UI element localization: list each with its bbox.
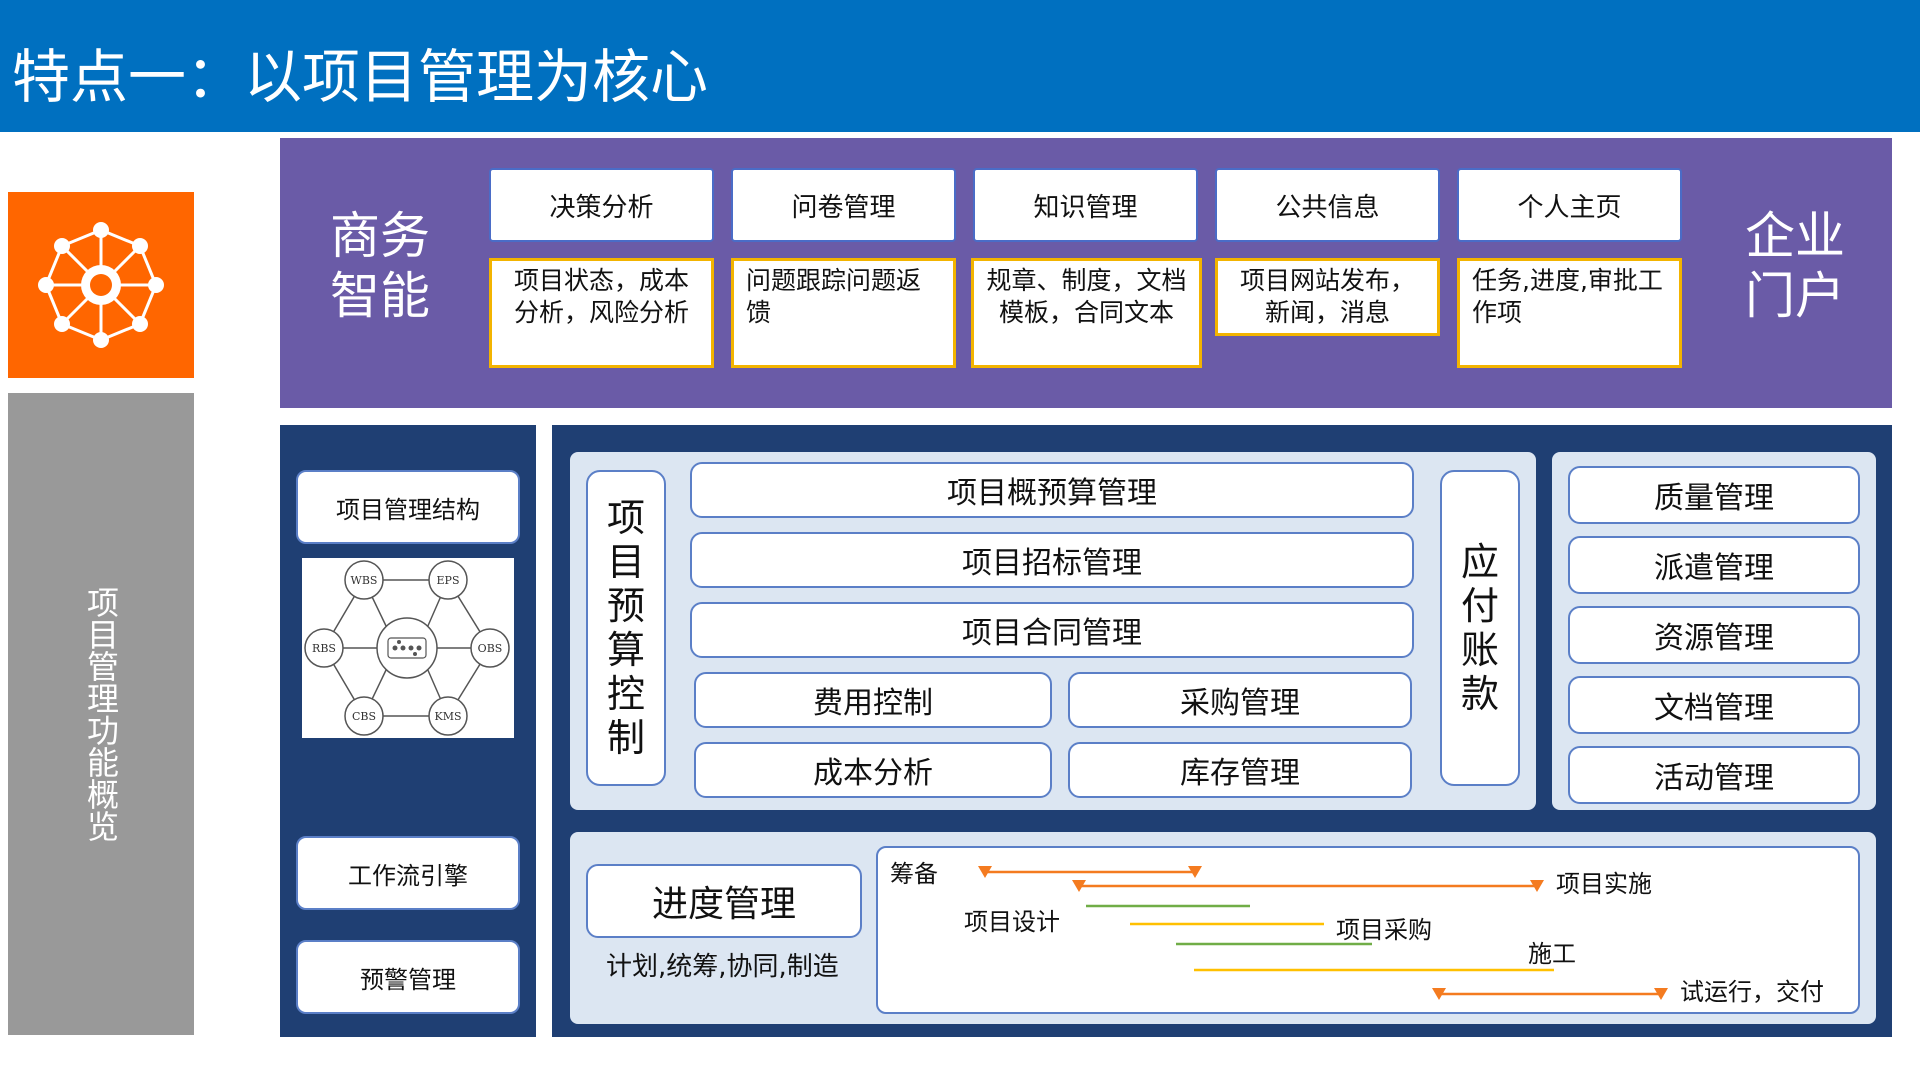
pm-structure-button[interactable]: 项目管理结构	[296, 470, 520, 544]
inventory-management-button[interactable]: 库存管理	[1068, 742, 1412, 798]
accounts-payable-label: 应付账款	[1440, 470, 1520, 786]
budget-control-label: 项目预算控制	[586, 470, 666, 786]
resource-management-button[interactable]: 资源管理	[1568, 606, 1860, 664]
hex-node-rbs: RBS	[312, 642, 336, 655]
orange-icon-box	[8, 192, 194, 378]
hex-node-wbs: WBS	[351, 574, 378, 587]
gray-side-bar	[8, 393, 194, 1035]
function-overview-label: 项目管理功能概览	[82, 586, 120, 842]
module-detail-public-info: 项目网站发布，新闻，消息	[1215, 258, 1440, 336]
module-personal-home: 个人主页	[1457, 168, 1682, 242]
schedule-subtitle: 计划,统筹,协同,制造	[606, 952, 839, 982]
pm-structure-diagram: WBS EPS OBS KMS CBS RBS	[302, 558, 514, 738]
gantt-label-trial: 试运行，交付	[1680, 978, 1824, 1006]
module-detail-personal: 任务,进度,审批工作项	[1457, 258, 1682, 368]
module-detail-knowledge: 规章、制度，文档模板，合同文本	[971, 258, 1202, 368]
cost-analysis-button[interactable]: 成本分析	[694, 742, 1052, 798]
portal-label: 企业门户	[1745, 207, 1845, 325]
cost-control-button[interactable]: 费用控制	[694, 672, 1052, 728]
module-survey: 问卷管理	[731, 168, 956, 242]
schedule-management-button[interactable]: 进度管理	[586, 864, 862, 938]
contract-management-button[interactable]: 项目合同管理	[690, 602, 1414, 658]
hex-node-kms: KMS	[434, 710, 461, 723]
bi-label: 商务智能	[330, 207, 430, 325]
activity-management-button[interactable]: 活动管理	[1568, 746, 1860, 804]
gantt-area: 筹备 项目实施 项目设计 项目采购 施工 试运行，交付	[876, 846, 1860, 1014]
procurement-management-button[interactable]: 采购管理	[1068, 672, 1412, 728]
workflow-engine-button[interactable]: 工作流引擎	[296, 836, 520, 910]
gantt-label-prep: 筹备	[890, 860, 938, 888]
bidding-management-button[interactable]: 项目招标管理	[690, 532, 1414, 588]
budget-estimate-button[interactable]: 项目概预算管理	[690, 462, 1414, 518]
document-management-button[interactable]: 文档管理	[1568, 676, 1860, 734]
quality-management-button[interactable]: 质量管理	[1568, 466, 1860, 524]
hex-node-eps: EPS	[437, 574, 460, 587]
alert-management-button[interactable]: 预警管理	[296, 940, 520, 1014]
module-public-info: 公共信息	[1215, 168, 1440, 242]
module-decision-analysis: 决策分析	[489, 168, 714, 242]
gantt-label-purchase: 项目采购	[1336, 916, 1432, 944]
module-detail-decision: 项目状态，成本分析，风险分析	[489, 258, 714, 368]
module-detail-survey: 问题跟踪问题返馈	[731, 258, 956, 368]
hex-node-obs: OBS	[478, 642, 503, 655]
page-title: 特点一：以项目管理为核心	[12, 43, 709, 111]
network-hub-icon	[38, 222, 164, 348]
dispatch-management-button[interactable]: 派遣管理	[1568, 536, 1860, 594]
gantt-label-design: 项目设计	[964, 908, 1060, 936]
gantt-label-construct: 施工	[1528, 940, 1576, 968]
gantt-label-implement: 项目实施	[1556, 870, 1652, 898]
header-bar	[0, 0, 1920, 132]
module-knowledge: 知识管理	[973, 168, 1198, 242]
hex-node-cbs: CBS	[352, 710, 376, 723]
